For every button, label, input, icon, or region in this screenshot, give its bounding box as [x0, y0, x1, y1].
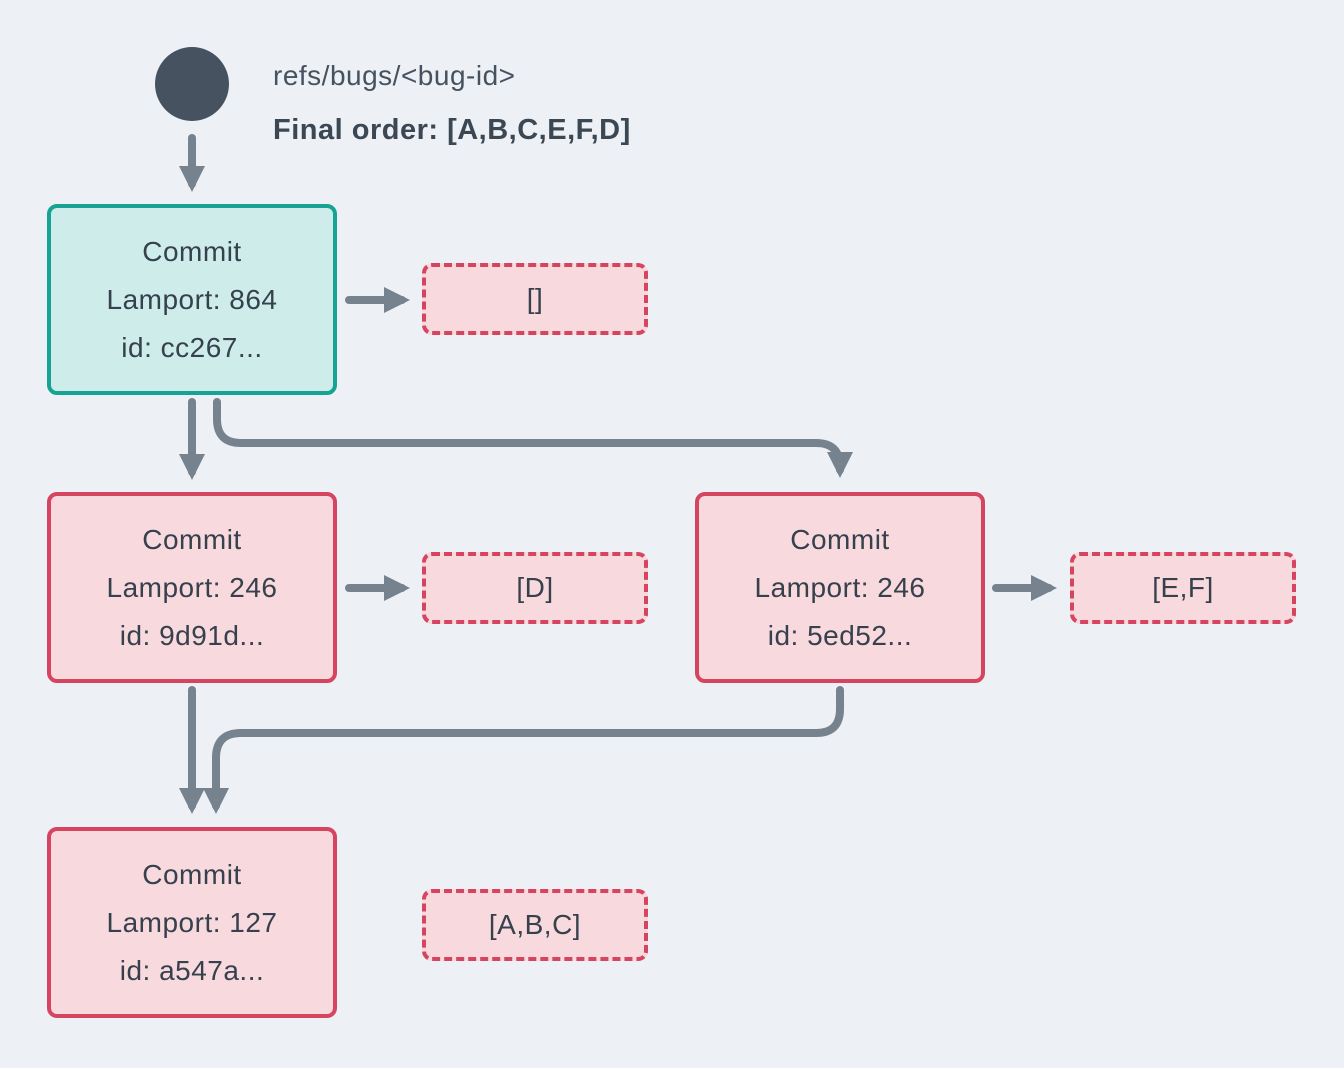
commit-id: id: cc267...: [121, 331, 263, 363]
arrow-right-commit-to-bottom-commit-curved: [203, 686, 844, 814]
ops-list: [A,B,C]: [488, 909, 582, 940]
commit-lamport: Lamport: 246: [106, 571, 278, 603]
commit-lamport: Lamport: 246: [754, 571, 926, 603]
commit-title: Commit: [142, 523, 242, 555]
ops-box-root: []: [422, 263, 648, 335]
ops-list: [D]: [516, 572, 554, 603]
commit-box-bottom: Commit Lamport: 127 id: a547a...: [47, 827, 337, 1018]
ops-list: []: [526, 283, 544, 314]
commit-id: id: 9d91d...: [119, 619, 265, 651]
commit-box-left: Commit Lamport: 246 id: 9d91d...: [47, 492, 337, 683]
commit-title: Commit: [142, 235, 242, 267]
branch-ref-label: refs/bugs/<bug-id>: [273, 60, 516, 91]
commit-title: Commit: [142, 858, 242, 890]
commit-box-right: Commit Lamport: 246 id: 5ed52...: [695, 492, 985, 683]
final-order-label: Final order: [A,B,C,E,F,D]: [273, 114, 631, 146]
commit-title: Commit: [790, 523, 890, 555]
ops-box-right: [E,F]: [1070, 552, 1296, 624]
commit-id: id: 5ed52...: [767, 619, 913, 651]
arrow-root-to-right-commit-curved: [213, 398, 853, 478]
branch-ref-node-icon: [155, 47, 229, 121]
ops-box-bottom: [A,B,C]: [422, 889, 648, 961]
commit-box-root: Commit Lamport: 864 id: cc267...: [47, 204, 337, 395]
commit-lamport: Lamport: 127: [106, 906, 278, 938]
ops-box-left: [D]: [422, 552, 648, 624]
ops-list: [E,F]: [1152, 572, 1214, 603]
commit-id: id: a547a...: [119, 954, 265, 986]
commit-lamport: Lamport: 864: [106, 283, 278, 315]
